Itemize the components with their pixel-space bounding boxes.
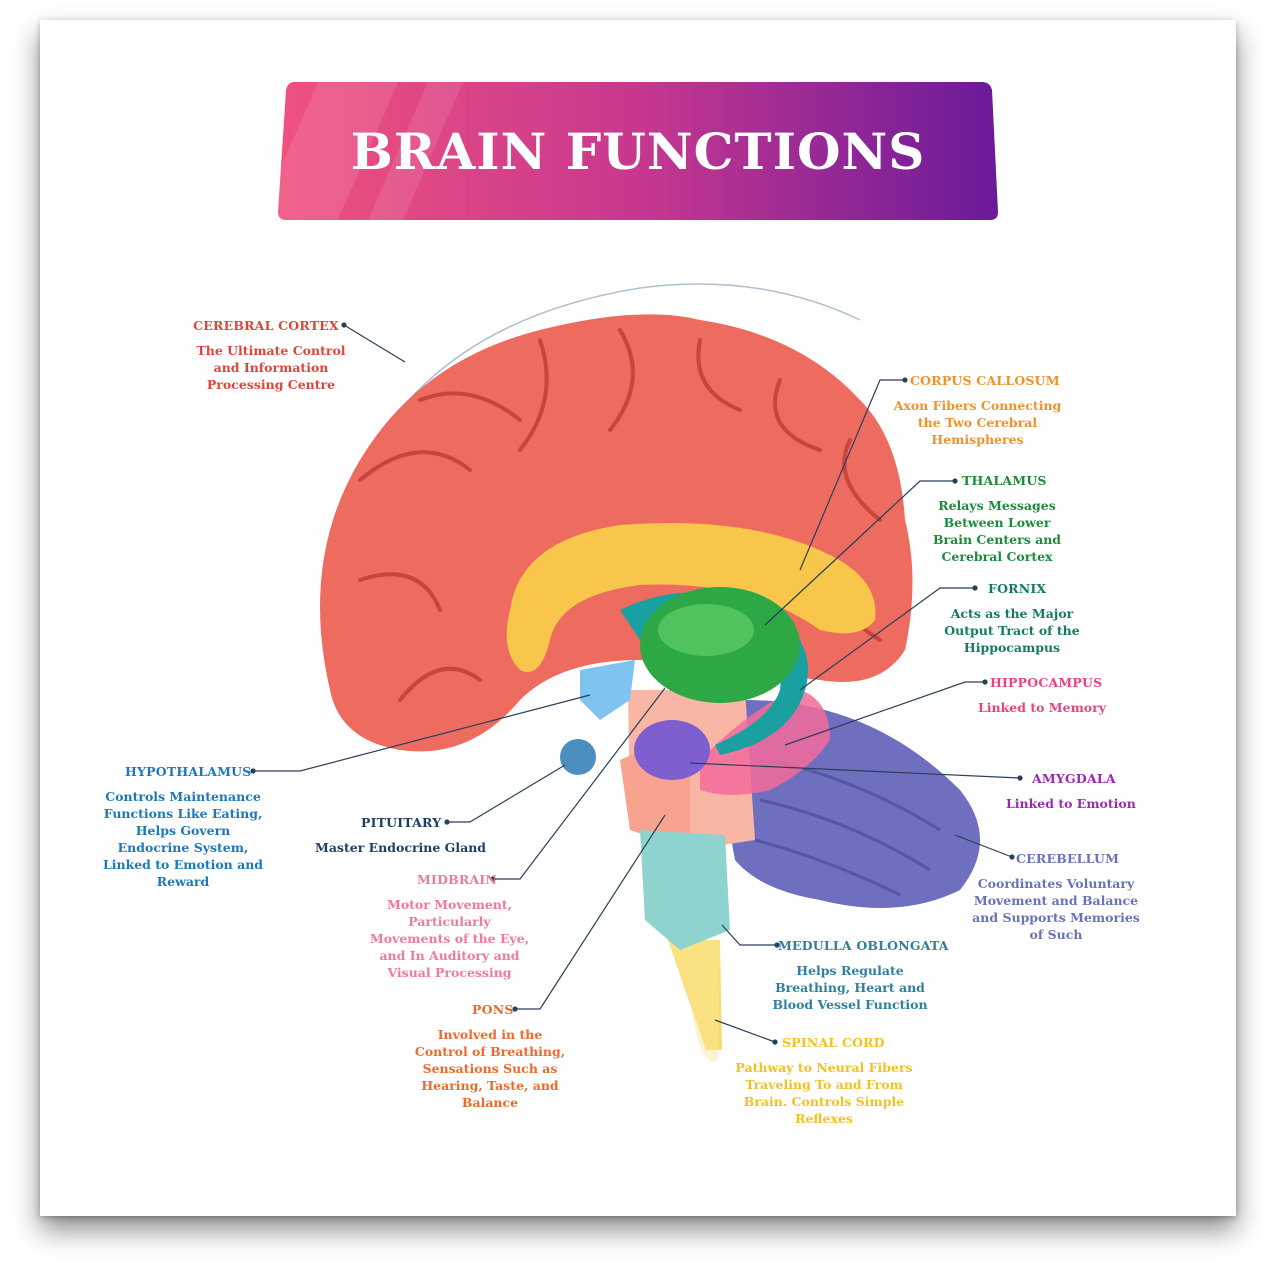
hippocampus-title: HIPPOCAMPUS <box>990 674 1130 691</box>
pons-title: PONS <box>472 1001 632 1018</box>
thalamus-desc: Relays Messages Between Lower Brain Cent… <box>922 497 1072 565</box>
hypothalamus-shape <box>580 660 635 720</box>
corpus-callosum-desc: Axon Fibers Connecting the Two Cerebral … <box>890 397 1065 448</box>
label-medulla: MEDULLA OBLONGATA Helps Regulate Breathi… <box>778 937 948 1013</box>
corpus-callosum-title: CORPUS CALLOSUM <box>910 372 1090 389</box>
label-cerebral-cortex: CEREBRAL CORTEX The Ultimate Control and… <box>186 317 346 393</box>
midbrain-desc: Motor Movement, Particularly Movements o… <box>367 896 532 981</box>
label-spinal-cord: SPINAL CORD Pathway to Neural Fibers Tra… <box>782 1034 972 1127</box>
medulla-shape <box>640 830 730 950</box>
hypothalamus-desc: Controls Maintenance Functions Like Eati… <box>98 788 268 890</box>
label-midbrain: MIDBRAIN Motor Movement, Particularly Mo… <box>417 871 577 981</box>
label-thalamus: THALAMUS Relays Messages Between Lower B… <box>962 472 1102 565</box>
cerebral-cortex-title: CEREBRAL CORTEX <box>186 317 346 334</box>
hypothalamus-title: HYPOTHALAMUS <box>125 763 275 780</box>
amygdala-shape <box>634 720 710 780</box>
cerebellum-title: CEREBELLUM <box>1016 850 1176 867</box>
fornix-desc: Acts as the Major Output Tract of the Hi… <box>942 605 1082 656</box>
midbrain-title: MIDBRAIN <box>417 871 577 888</box>
amygdala-desc: Linked to Emotion <box>1006 795 1172 812</box>
cerebellum-desc: Coordinates Voluntary Movement and Balan… <box>971 875 1141 943</box>
label-fornix: FORNIX Acts as the Major Output Tract of… <box>988 580 1128 656</box>
label-hippocampus: HIPPOCAMPUS Linked to Memory <box>990 674 1130 716</box>
label-pituitary: PITUITARY Master Endocrine Gland <box>361 814 521 856</box>
label-pons: PONS Involved in the Control of Breathin… <box>472 1001 632 1111</box>
fornix-title: FORNIX <box>988 580 1128 597</box>
pituitary-title: PITUITARY <box>361 814 521 831</box>
label-amygdala: AMYGDALA Linked to Emotion <box>1032 770 1172 812</box>
hippocampus-desc: Linked to Memory <box>978 699 1130 716</box>
pituitary-shape <box>560 739 596 775</box>
spinal-cord-desc: Pathway to Neural Fibers Traveling To an… <box>734 1059 914 1127</box>
label-cerebellum: CEREBELLUM Coordinates Voluntary Movemen… <box>1016 850 1176 943</box>
label-corpus-callosum: CORPUS CALLOSUM Axon Fibers Connecting t… <box>910 372 1090 448</box>
cerebral-cortex-desc: The Ultimate Control and Information Pro… <box>196 342 346 393</box>
medulla-desc: Helps Regulate Breathing, Heart and Bloo… <box>770 962 930 1013</box>
amygdala-title: AMYGDALA <box>1032 770 1172 787</box>
thalamus-title: THALAMUS <box>962 472 1102 489</box>
spinal-cord-title: SPINAL CORD <box>782 1034 972 1051</box>
label-hypothalamus: HYPOTHALAMUS Controls Maintenance Functi… <box>125 763 275 890</box>
pons-desc: Involved in the Control of Breathing, Se… <box>410 1026 570 1111</box>
medulla-title: MEDULLA OBLONGATA <box>778 937 948 954</box>
pituitary-desc: Master Endocrine Gland <box>315 839 521 856</box>
